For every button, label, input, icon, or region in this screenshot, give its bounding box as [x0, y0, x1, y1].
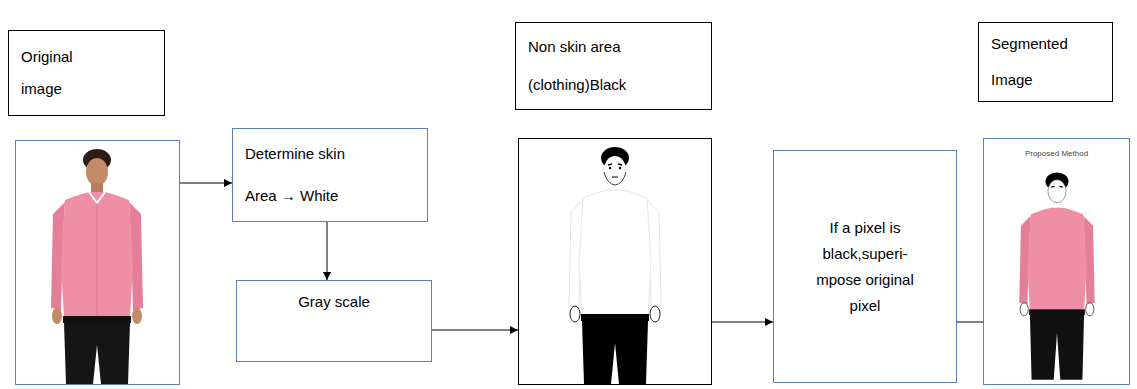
hand	[650, 306, 660, 322]
node-text: Proposed Method	[1025, 149, 1088, 159]
caption-box: Original image	[8, 30, 165, 116]
image-frame	[15, 140, 180, 385]
trousers	[1030, 315, 1084, 380]
brows	[1051, 186, 1062, 188]
arrow	[712, 322, 773, 323]
shirt	[579, 190, 651, 316]
hand	[132, 308, 142, 324]
node-text: Non skin area (clothing)Black	[528, 28, 653, 104]
process-box: If a pixel is black,superi-mpose origina…	[773, 150, 957, 383]
button-line	[97, 203, 98, 317]
image-frame	[518, 138, 712, 385]
caption-box: Non skin area (clothing)Black	[515, 22, 712, 110]
node-text: If a pixel is black,superi-mpose origina…	[808, 215, 923, 319]
arrow	[327, 222, 328, 280]
belt	[1029, 309, 1085, 315]
person-mask	[569, 147, 661, 384]
shirt	[1027, 208, 1086, 311]
person-segmented	[1019, 172, 1094, 379]
process-box: Gray scale	[236, 280, 432, 362]
connector-line	[957, 322, 983, 323]
arrow	[180, 183, 232, 184]
node-text: Original image	[21, 41, 101, 105]
arrow	[432, 330, 518, 331]
hand	[1086, 303, 1094, 316]
hand	[1020, 303, 1028, 316]
trousers	[64, 323, 130, 384]
jaw	[604, 172, 626, 185]
face	[86, 158, 108, 186]
caption-box: Segmented Image	[978, 22, 1113, 102]
face	[604, 156, 626, 184]
belt	[581, 314, 649, 321]
hand	[570, 306, 580, 322]
collar	[89, 192, 105, 203]
shirt	[61, 192, 133, 318]
person-photo	[51, 149, 143, 384]
brows	[608, 164, 622, 165]
belt	[63, 316, 131, 323]
node-text: Determine skin Area → White	[245, 133, 365, 217]
eye	[619, 167, 621, 169]
node-text: Segmented Image	[991, 26, 1081, 98]
face	[1048, 180, 1066, 203]
node-text: Gray scale	[298, 291, 370, 313]
mouth	[612, 177, 618, 178]
eye	[609, 167, 611, 169]
image-frame: Proposed Method	[983, 138, 1130, 385]
process-box: Determine skin Area → White	[232, 128, 428, 222]
trousers	[582, 321, 648, 384]
hand	[52, 308, 62, 324]
